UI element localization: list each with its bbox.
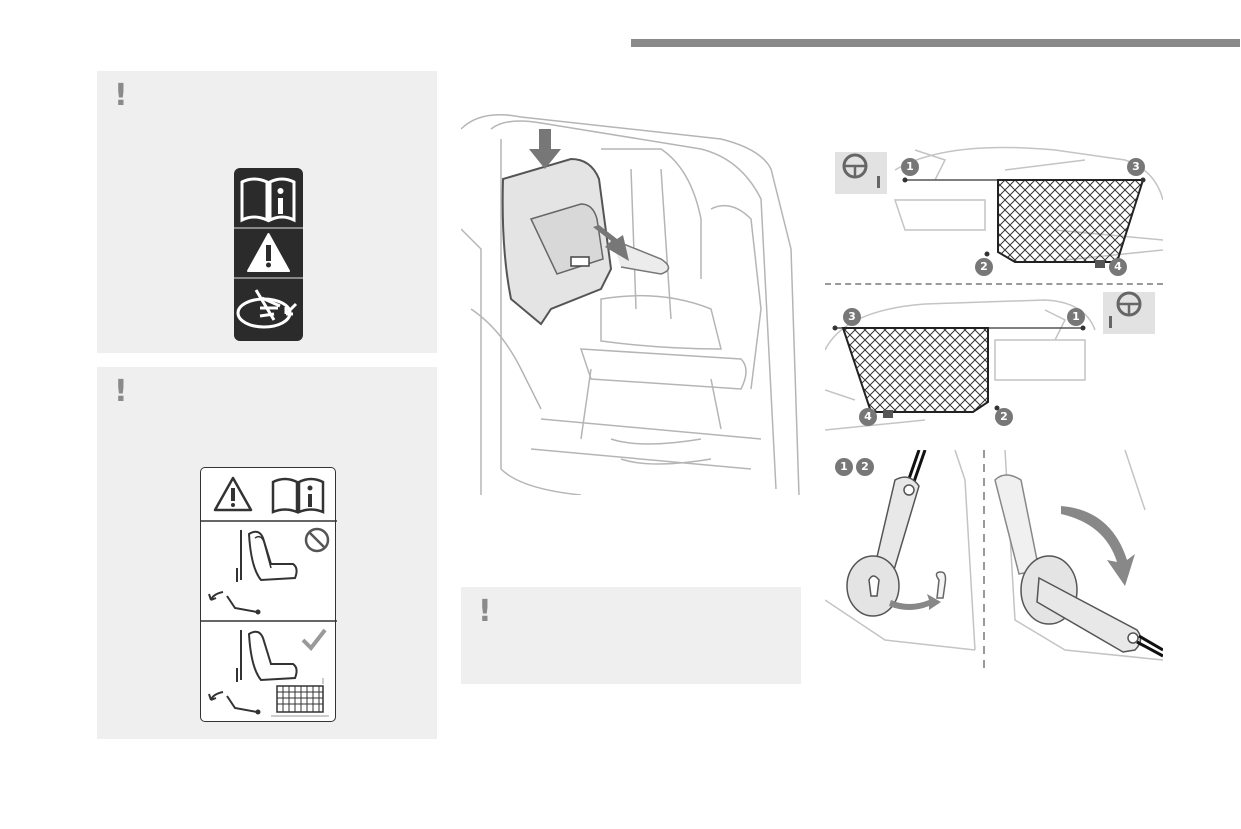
exclamation-icon: !	[114, 374, 128, 409]
step-number-badge: 4	[859, 408, 877, 426]
cargo-net-lhd-illustration: 1 2 3 4	[825, 140, 1164, 276]
warning-triangle-icon	[213, 476, 253, 512]
seat-folding-illustration	[460, 109, 801, 496]
step-number-badge: 2	[975, 258, 993, 276]
step-number-badge: 1	[901, 158, 919, 176]
book-info-icon	[240, 177, 296, 223]
step-number-badge: 2	[856, 458, 874, 476]
exclamation-icon: !	[114, 78, 128, 113]
steering-wheel-icon	[1103, 291, 1155, 334]
step-number-badge: 3	[843, 308, 861, 326]
dashed-separator	[825, 283, 1163, 285]
cargo-net-rhd-illustration: 3 1 4 2	[824, 290, 1163, 440]
exclamation-icon: !	[478, 594, 492, 629]
step-number-badge: 1	[835, 458, 853, 476]
fold-down-arrow-icon	[529, 129, 561, 169]
cargo-net-warning-label	[200, 467, 337, 722]
pull-arrow-icon	[593, 225, 629, 261]
airbag-seat-icon	[236, 289, 298, 329]
seat-with-net-icon	[208, 628, 329, 717]
hook-attach-step	[994, 474, 1164, 658]
warning-triangle-icon	[247, 233, 290, 272]
book-info-icon	[271, 477, 325, 514]
step-number-badge: 1	[1067, 308, 1085, 326]
step-number-badge: 4	[1109, 258, 1127, 276]
hook-detach-step	[846, 449, 947, 617]
warning-note-box: !	[461, 587, 801, 684]
section-header-rule	[631, 39, 1240, 47]
seat-no-net-icon	[208, 527, 330, 615]
net-hook-fastening-illustration: 1 2	[824, 449, 1164, 672]
step-number-badge: 3	[1127, 158, 1145, 176]
steering-wheel-icon	[835, 152, 887, 194]
airbag-warning-label	[234, 168, 303, 341]
step-number-badge: 2	[995, 408, 1013, 426]
